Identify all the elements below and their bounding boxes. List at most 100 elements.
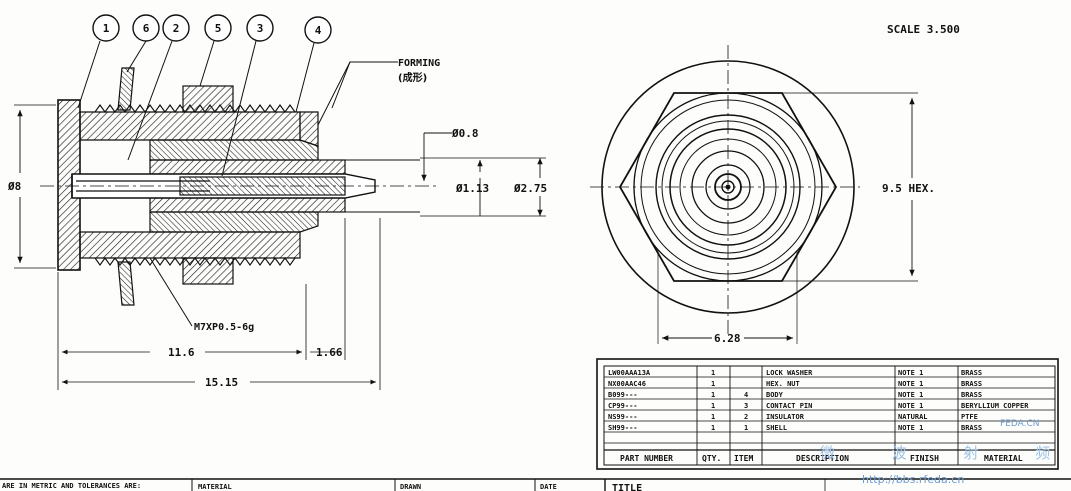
cell-qty: 1 [711, 402, 715, 410]
balloon-4: 4 [295, 16, 332, 113]
svg-text:4: 4 [315, 24, 322, 37]
thread-label: M7XP0.5-6g [194, 322, 254, 333]
cell-part-number: NS99--- [608, 413, 638, 421]
body-upper [149, 139, 319, 161]
date-label: DATE [540, 483, 557, 491]
cell-finish: NOTE 1 [898, 391, 923, 399]
cell-description: BODY [766, 391, 784, 399]
cell-item: 3 [744, 402, 748, 410]
cell-description: HEX. NUT [766, 380, 800, 388]
cell-material: BRASS [961, 391, 982, 399]
cell-description: LOCK WASHER [766, 369, 813, 377]
header-qty: QTY. [702, 454, 721, 463]
cell-qty: 1 [711, 380, 715, 388]
forming-leader [317, 61, 398, 126]
lock-washer-lower [117, 261, 135, 306]
cell-material: BRASS [961, 424, 982, 432]
cell-finish: NOTE 1 [898, 402, 923, 410]
cell-part-number: SH99--- [608, 424, 638, 432]
cell-qty: 1 [711, 424, 715, 432]
header-part-number: PART NUMBER [620, 454, 673, 463]
cell-finish: NOTE 1 [898, 424, 923, 432]
cell-part-number: LW00AAA13A [608, 369, 651, 377]
table-row: NX00AAC46 1 HEX. NUT NOTE 1 BRASS [608, 380, 982, 388]
material-label: MATERIAL [198, 483, 232, 491]
dim-lengths [57, 218, 381, 390]
dim-outer-dia: Ø8 [7, 104, 56, 269]
cell-qty: 1 [711, 413, 715, 421]
drawn-label: DRAWN [400, 483, 421, 491]
scale-label: SCALE 3.500 [887, 23, 960, 36]
side-section-view [40, 67, 440, 306]
cell-finish: NATURAL [898, 413, 928, 421]
header-material: MATERIAL [984, 454, 1023, 463]
item-balloons: 1 6 2 5 3 4 [77, 14, 332, 177]
shell-upper-wall [79, 111, 301, 141]
body-forming-lip [299, 111, 319, 147]
cell-part-number: B099--- [608, 391, 638, 399]
lock-washer-upper [117, 67, 135, 111]
balloon-6: 6 [126, 14, 160, 73]
svg-text:5: 5 [215, 22, 222, 35]
forming-cjk-label: (成形) [398, 71, 427, 84]
balloon-3: 3 [221, 14, 274, 177]
watermark-cjk: 微 波 射 频 [820, 444, 1071, 462]
cell-finish: NOTE 1 [898, 369, 923, 377]
header-description: DESCRIPTION [796, 454, 849, 463]
svg-text:1: 1 [103, 22, 110, 35]
forming-label: FORMING [398, 58, 440, 69]
shell-lower-wall [79, 231, 301, 259]
balloon-1: 1 [77, 14, 120, 109]
insulator-lower [149, 197, 346, 213]
hex-nut-upper [182, 85, 234, 113]
svg-text:Ø0.8: Ø0.8 [451, 127, 479, 140]
end-view [590, 45, 918, 344]
svg-text:Ø8: Ø8 [7, 180, 21, 193]
dim-dia-113: Ø1.13 [455, 160, 489, 216]
table-row: LW00AAA13A 1 LOCK WASHER NOTE 1 BRASS [608, 369, 982, 377]
svg-text:Ø1.13: Ø1.13 [455, 182, 489, 195]
balloon-5: 5 [199, 14, 232, 87]
cell-description: SHELL [766, 424, 787, 432]
cell-material: BRASS [961, 369, 982, 377]
insulator-upper [149, 159, 346, 175]
svg-text:3: 3 [257, 22, 264, 35]
cell-description: INSULATOR [766, 413, 805, 421]
title-block [0, 478, 1071, 491]
cell-material: BRASS [961, 380, 982, 388]
balloon-2: 2 [127, 14, 190, 161]
cell-item: 4 [744, 391, 748, 399]
cell-part-number: NX00AAC46 [608, 380, 646, 388]
tolerance-note: ARE IN METRIC AND TOLERANCES ARE: [2, 482, 141, 490]
table-row: B099--- 1 4 BODY NOTE 1 BRASS [608, 391, 982, 399]
svg-text:Ø2.75: Ø2.75 [513, 182, 547, 195]
watermark-site: FEDA.CN [1000, 419, 1040, 429]
hex-dim-label: 9.5 HEX. [882, 182, 935, 195]
header-finish: FINISH [910, 454, 939, 463]
table-row: CP99--- 1 3 CONTACT PIN NOTE 1 BERYLLIUM COPP… [608, 402, 1029, 410]
dim-len-116: 11.6 [168, 346, 195, 359]
dim-pin-dia: Ø0.8 [421, 127, 479, 181]
body-lower [149, 211, 319, 233]
hex-nut-lower [182, 257, 234, 285]
header-item: ITEM [734, 454, 753, 463]
cell-qty: 1 [711, 391, 715, 399]
cell-finish: NOTE 1 [898, 380, 923, 388]
cell-part-number: CP99--- [608, 402, 638, 410]
dim-len-166: 1.66 [316, 346, 343, 359]
title-label: TITLE [612, 483, 642, 491]
parts-table-header: PART NUMBER QTY. ITEM DESCRIPTION FINISH… [620, 454, 1023, 463]
cell-description: CONTACT PIN [766, 402, 812, 410]
parts-table [596, 358, 1059, 470]
svg-text:2: 2 [173, 22, 180, 35]
cell-item: 1 [744, 424, 748, 432]
cell-material: BERYLLIUM COPPER [961, 402, 1029, 410]
table-row: SH99--- 1 1 SHELL NOTE 1 BRASS [608, 424, 982, 432]
dim-len-1515: 15.15 [205, 376, 238, 389]
cell-qty: 1 [711, 369, 715, 377]
cell-item: 2 [744, 413, 748, 421]
dim-dia-275: Ø2.75 [420, 157, 547, 217]
svg-text:6: 6 [143, 22, 150, 35]
